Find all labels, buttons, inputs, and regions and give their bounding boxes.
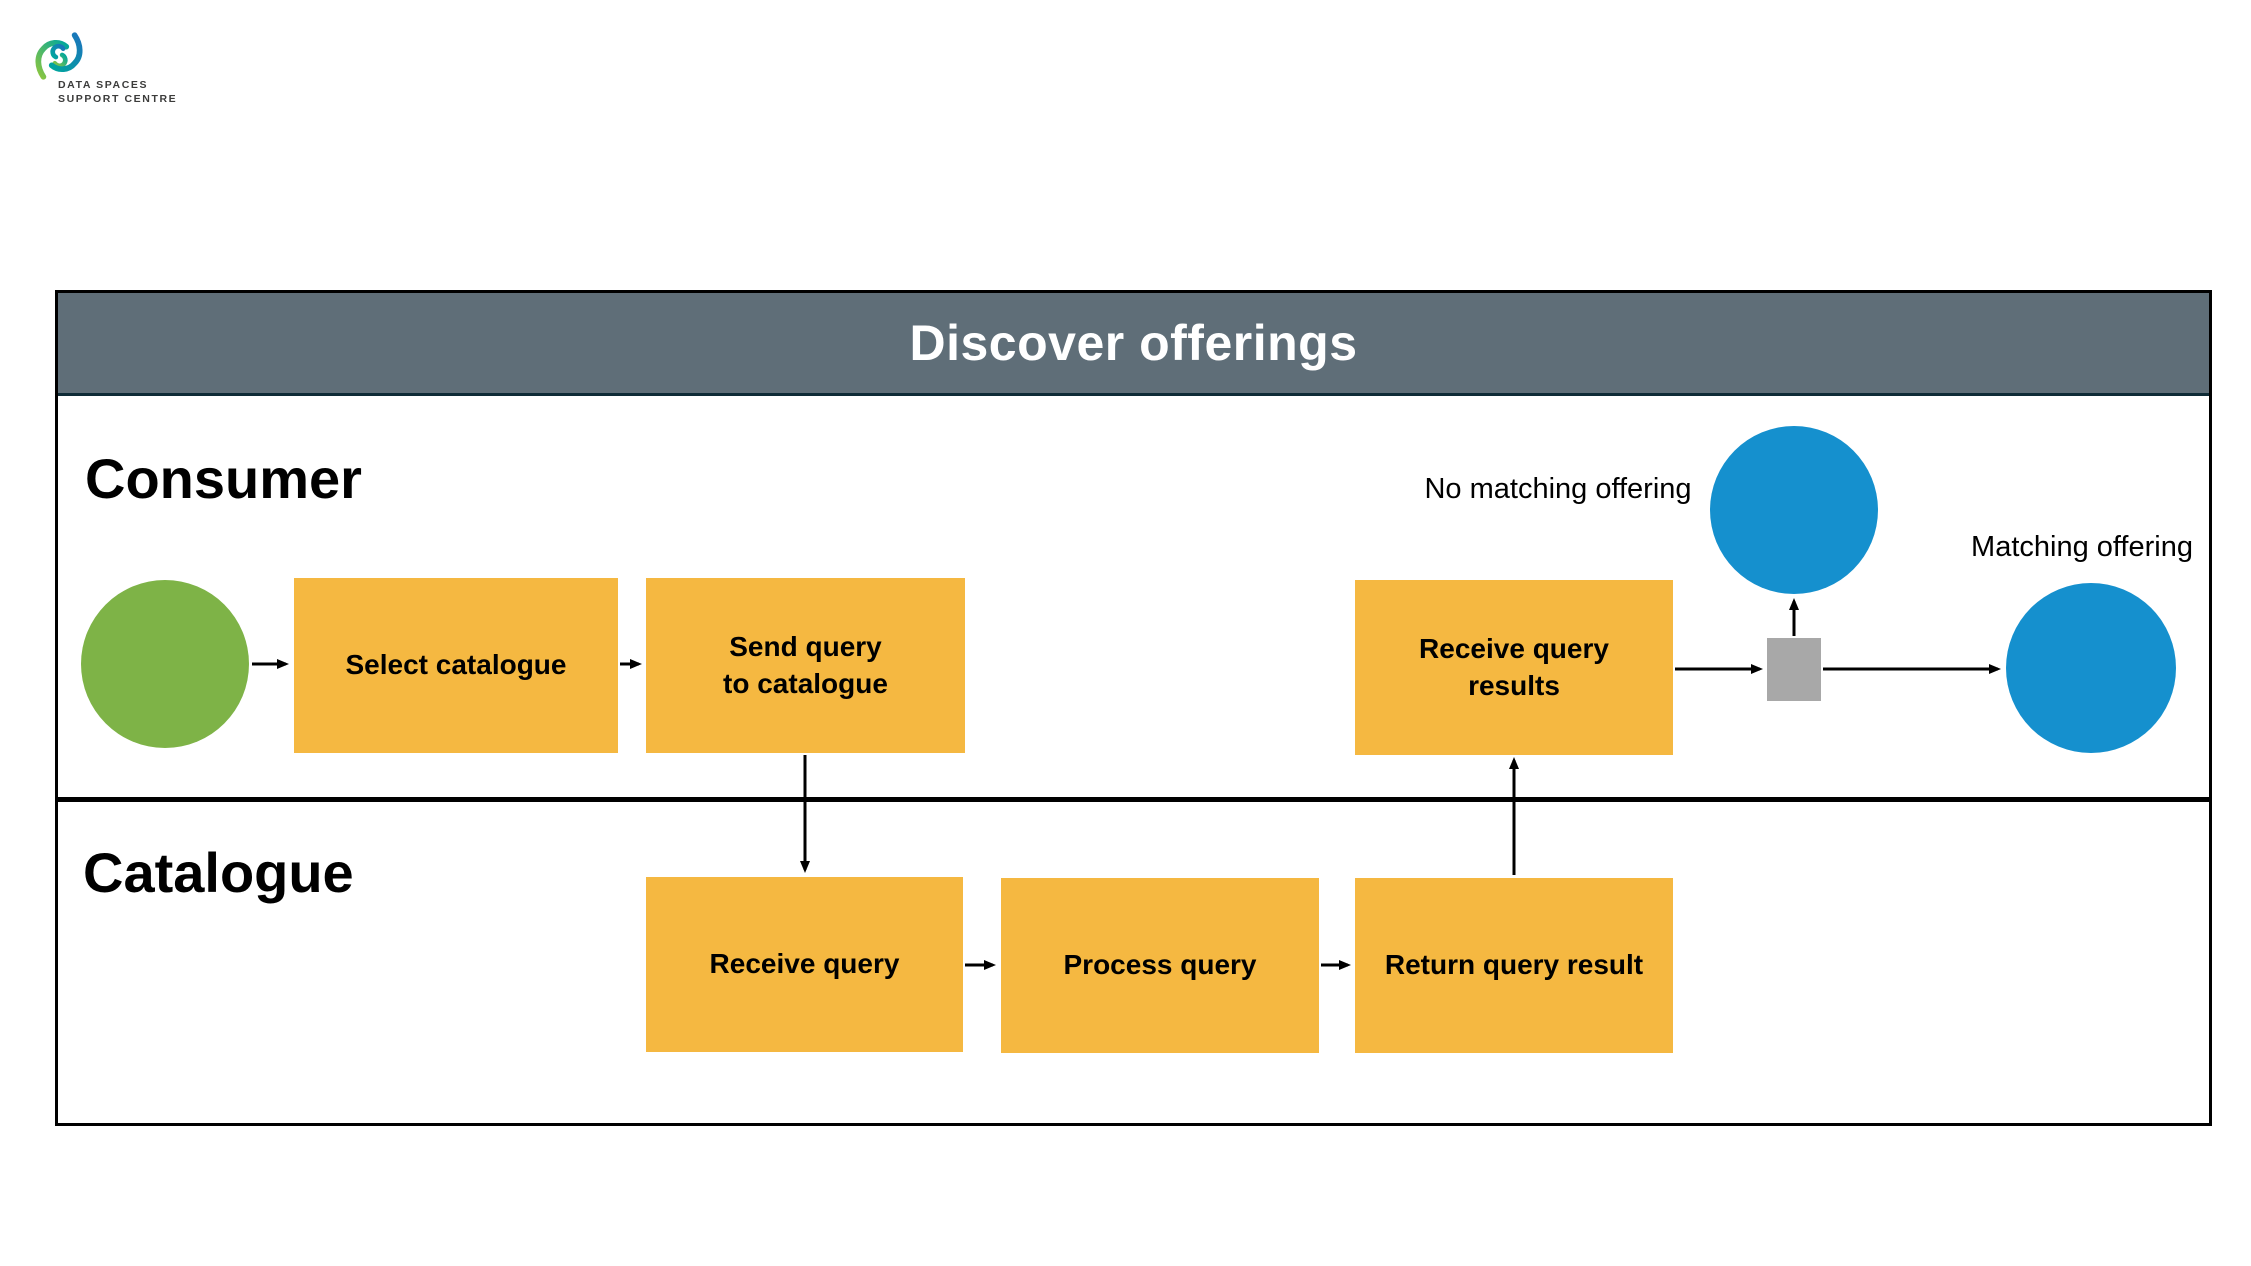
task-receive-query: Receive query: [646, 877, 963, 1052]
gateway-square: [1767, 638, 1821, 701]
task-receive-query-results: Receive query results: [1355, 580, 1673, 755]
brand-name: DATA SPACES SUPPORT CENTRE: [58, 78, 177, 106]
lane-label-consumer: Consumer: [85, 447, 362, 510]
task-return-query-result: Return query result: [1355, 878, 1673, 1053]
diagram-title: Discover offerings: [909, 315, 1358, 371]
brand-logo: DATA SPACES SUPPORT CENTRE: [33, 26, 333, 116]
end-event-matching-offering: [2006, 583, 2176, 753]
start-event-circle: [81, 580, 249, 748]
annotation-matching-offering: Matching offering: [1971, 531, 2193, 563]
lane-divider: [58, 797, 2209, 802]
annotation-no-matching-offering: No matching offering: [1424, 473, 1692, 505]
task-process-query: Process query: [1001, 878, 1319, 1053]
diagram-title-bar: Discover offerings: [58, 293, 2209, 396]
task-send-query-to-catalogue: Send query to catalogue: [646, 578, 965, 753]
dssc-logo-icon: [35, 32, 83, 80]
lane-label-catalogue: Catalogue: [83, 841, 354, 904]
end-event-no-matching-offering: [1710, 426, 1878, 594]
task-select-catalogue: Select catalogue: [294, 578, 618, 753]
brand-name-line2: SUPPORT CENTRE: [58, 93, 178, 105]
diagram-frame: Discover offerings Consumer Catalogue Se…: [55, 290, 2212, 1126]
brand-name-line1: DATA SPACES: [58, 79, 149, 91]
